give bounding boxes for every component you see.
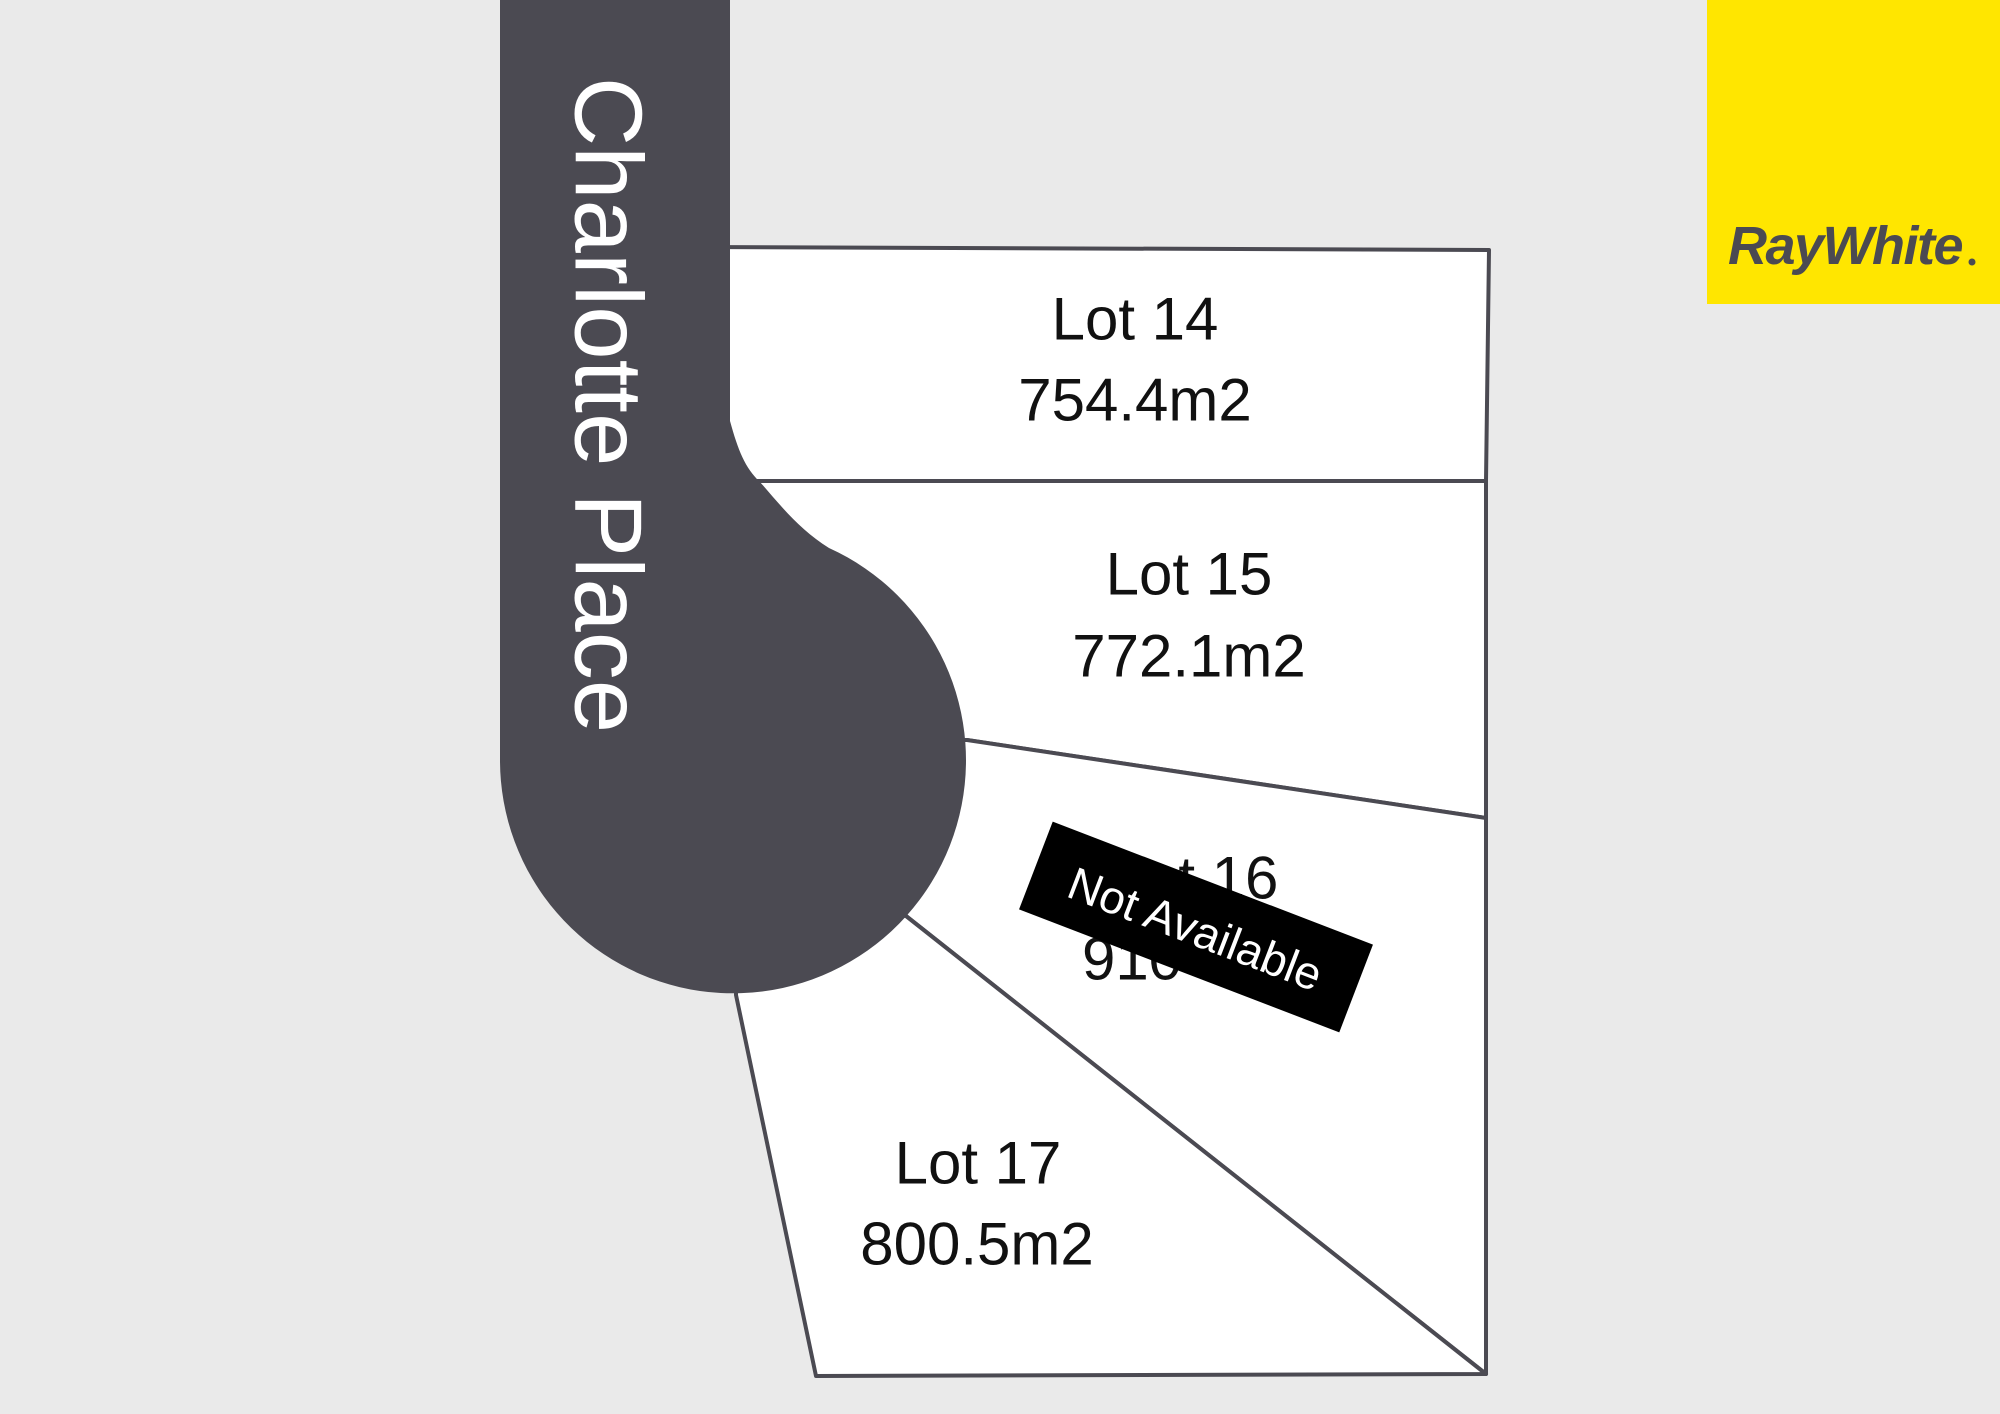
lot-17-area: 800.5m2 (860, 1211, 1094, 1278)
road-cul-de-sac (499, 0, 966, 994)
logo-dot-icon (1968, 258, 1976, 266)
lot-17-label: Lot 17 (895, 1130, 1062, 1197)
lots-layer (698, 245, 1491, 1378)
lot-14-label: Lot 14 (1052, 286, 1219, 353)
ray-white-logo: RayWhite (1707, 0, 2000, 304)
logo-wordmark: RayWhite (1728, 216, 1963, 276)
lot-15-label: Lot 15 (1106, 541, 1273, 608)
lot-14-area: 754.4m2 (1018, 367, 1252, 434)
logo-background (1707, 0, 2000, 304)
lot-14-parcel[interactable] (698, 245, 1491, 483)
street-name-label: Charlotte Place (555, 77, 662, 733)
lot-15-area: 772.1m2 (1072, 623, 1306, 690)
banner-background (1019, 821, 1373, 1033)
